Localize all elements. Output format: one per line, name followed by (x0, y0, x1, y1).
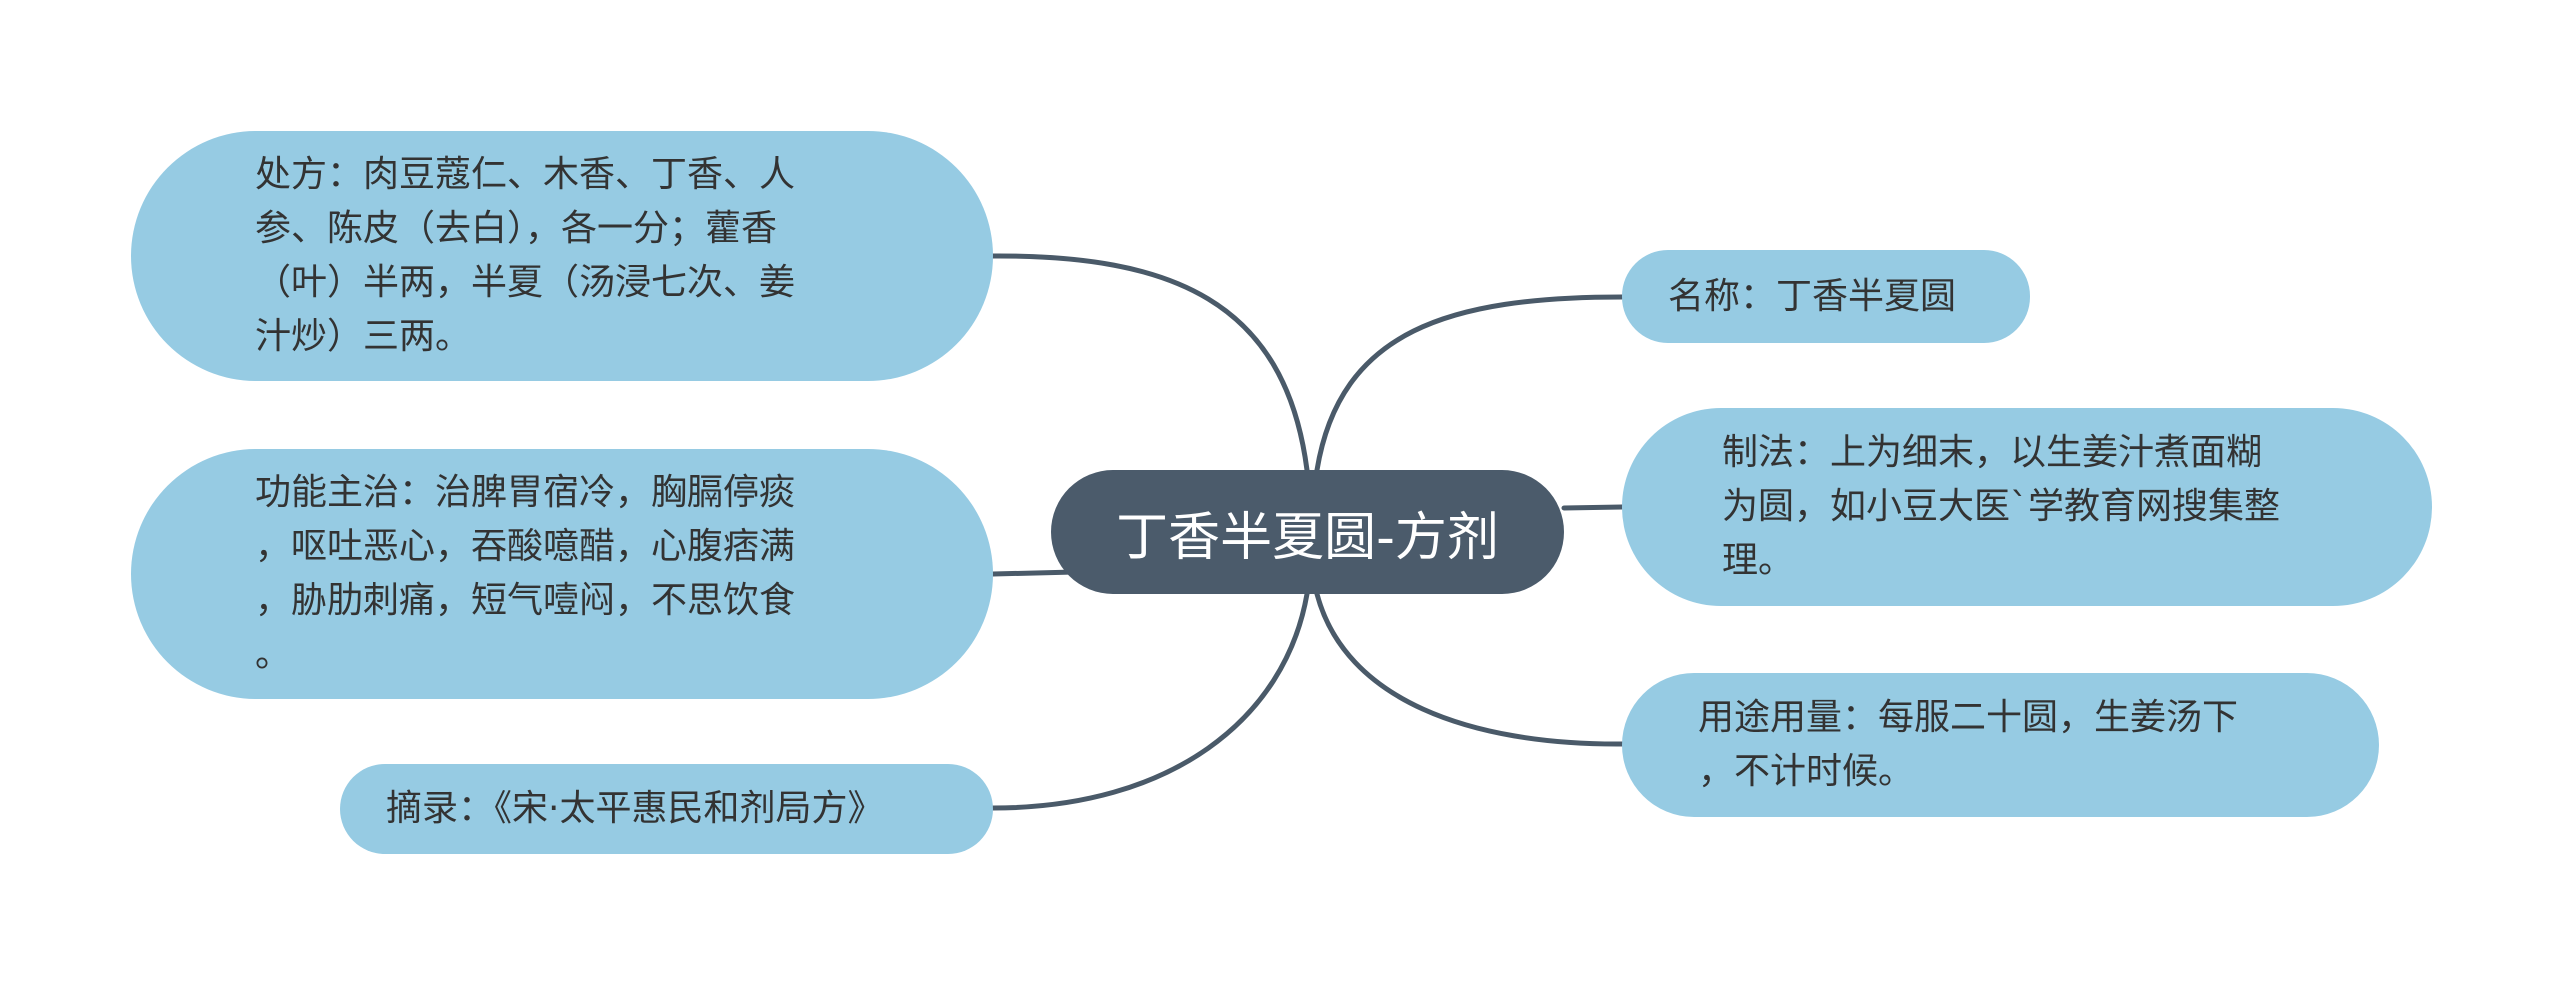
topic-dosage-text: 用途用量：每服二十圆，生姜汤下 ，不计时候。 (1698, 697, 2239, 792)
topic-preparation[interactable]: 制法：上为细末，以生姜汁煮面糊 为圆，如小豆大医`学教育网搜集整 理。 (1622, 408, 2432, 606)
topic-indications-text: 功能主治：治脾胃宿冷，胸膈停痰 ，呕吐恶心，吞酸噫醋，心腹痞满 ，胁肋刺痛，短气… (255, 472, 796, 675)
topic-dosage[interactable]: 用途用量：每服二十圆，生姜汤下 ，不计时候。 (1622, 673, 2379, 817)
topic-prescription[interactable]: 处方：肉豆蔻仁、木香、丁香、人 参、陈皮（去白），各一分；藿香 （叶）半两，半夏… (131, 131, 993, 381)
link-source (990, 591, 1310, 811)
link-dosage (1314, 591, 1625, 747)
link-preparation (1561, 504, 1625, 511)
topic-indications[interactable]: 功能主治：治脾胃宿冷，胸膈停痰 ，呕吐恶心，吞酸噫醋，心腹痞满 ，胁肋刺痛，短气… (131, 449, 993, 699)
link-indications (990, 569, 1078, 577)
central-topic[interactable]: 丁香半夏圆-方剂 (1051, 470, 1564, 594)
topic-source-text: 摘录：《宋·太平惠民和剂局方》 (386, 788, 884, 829)
topic-name[interactable]: 名称：丁香半夏圆 (1622, 250, 2030, 343)
central-topic-title: 丁香半夏圆-方剂 (1116, 507, 1499, 568)
topic-prescription-text: 处方：肉豆蔻仁、木香、丁香、人 参、陈皮（去白），各一分；藿香 （叶）半两，半夏… (255, 154, 796, 357)
topic-name-text: 名称：丁香半夏圆 (1668, 275, 1957, 317)
topic-source[interactable]: 摘录：《宋·太平惠民和剂局方》 (340, 764, 993, 854)
link-name (1314, 294, 1625, 473)
topic-preparation-text: 制法：上为细末，以生姜汁煮面糊 为圆，如小豆大医`学教育网搜集整 理。 (1722, 432, 2281, 581)
link-prescription (990, 253, 1310, 473)
